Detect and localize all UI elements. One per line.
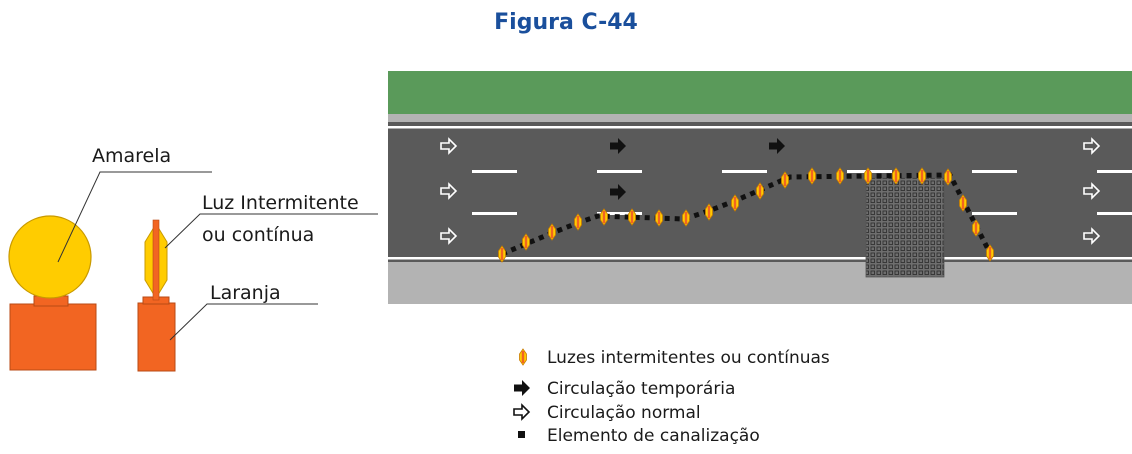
legend-item-channel: Elemento de canalização (518, 426, 760, 446)
solid-arrow-icon (514, 380, 530, 396)
legend-normal-label: Circulação normal (547, 403, 701, 423)
figure-title: Figura C-44 (494, 10, 638, 35)
light-icon (519, 348, 527, 366)
lamp-side-illustration (137, 219, 176, 372)
channel-element-icon (518, 431, 525, 438)
leader-lines (57, 171, 378, 341)
lamp-base-side (137, 302, 176, 372)
road-scene (388, 71, 1132, 304)
channeling-line (501, 172, 993, 257)
edge-line-top (388, 126, 1132, 129)
lamp-base-front (9, 303, 97, 371)
outline-arrow-icon (513, 403, 531, 421)
legend-channel-label: Elemento de canalização (547, 426, 760, 446)
label-laranja: Laranja (210, 282, 281, 304)
label-luz-line2: ou contínua (202, 224, 314, 246)
legend-lights-label: Luzes intermitentes ou contínuas (547, 348, 830, 368)
edge-line-bottom (388, 257, 1132, 260)
label-luz-line1: Luz Intermitente (202, 192, 359, 214)
legend: Luzes intermitentes ou contínuas Circula… (513, 348, 830, 446)
grass-verge (388, 71, 1132, 114)
legend-temporary-label: Circulação temporária (547, 379, 735, 399)
shoulder (388, 262, 1132, 304)
legend-item-lights: Luzes intermitentes ou contínuas (519, 348, 830, 368)
label-amarela: Amarela (92, 145, 171, 167)
work-zone (865, 177, 945, 278)
legend-item-temporary: Circulação temporária (514, 379, 735, 399)
yellow-lamp-lens (8, 215, 92, 299)
legend-item-normal: Circulação normal (513, 403, 701, 423)
lamp-front-illustration (8, 215, 97, 371)
